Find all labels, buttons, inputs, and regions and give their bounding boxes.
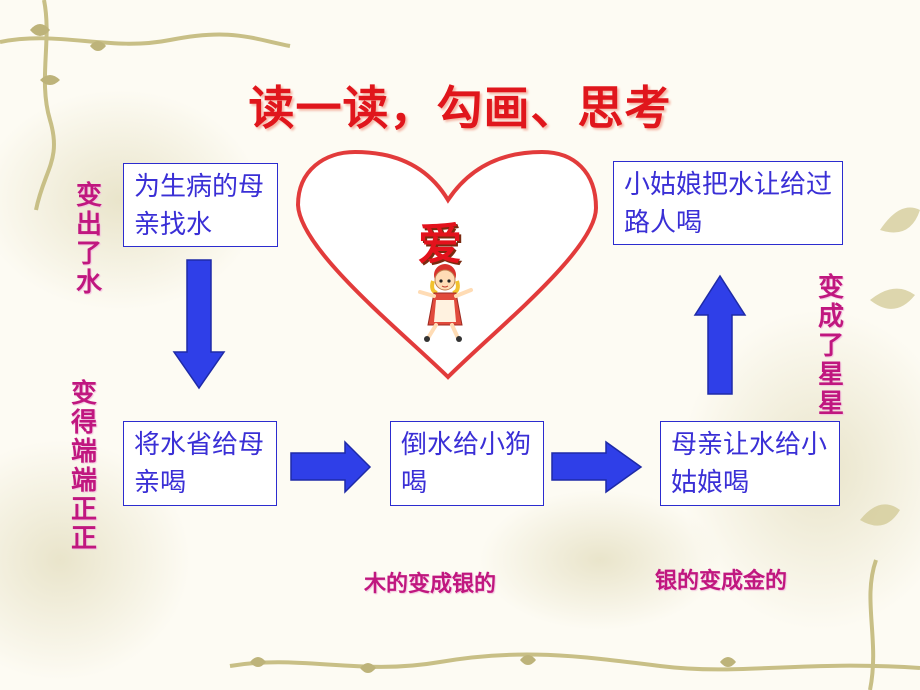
box-give-mother: 将水省给母亲喝 (123, 421, 277, 506)
box-find-water: 为生病的母亲找水 (123, 163, 278, 247)
label-silver-to-gold: 银的变成金的 (655, 569, 788, 594)
box-give-passerby: 小姑娘把水让给过路人喝 (613, 161, 843, 245)
arrow-right-1 (290, 440, 372, 494)
box-mother-gives: 母亲让水给小姑娘喝 (660, 421, 840, 506)
label-becomes-upright: 变得端端正正 (70, 379, 97, 554)
label-water-appears: 变出了水 (75, 181, 102, 298)
slide-title: 读一读，勾画、思考 (248, 81, 672, 135)
arrow-down (172, 259, 226, 390)
arrow-right-2 (551, 440, 643, 494)
label-becomes-stars: 变成了星星 (817, 273, 844, 419)
girl-illustration (418, 264, 473, 342)
box-give-dog: 倒水给小狗喝 (390, 421, 544, 506)
love-character: 爱 (418, 219, 462, 270)
arrow-up (693, 274, 747, 395)
label-wood-to-silver: 木的变成银的 (364, 572, 497, 597)
